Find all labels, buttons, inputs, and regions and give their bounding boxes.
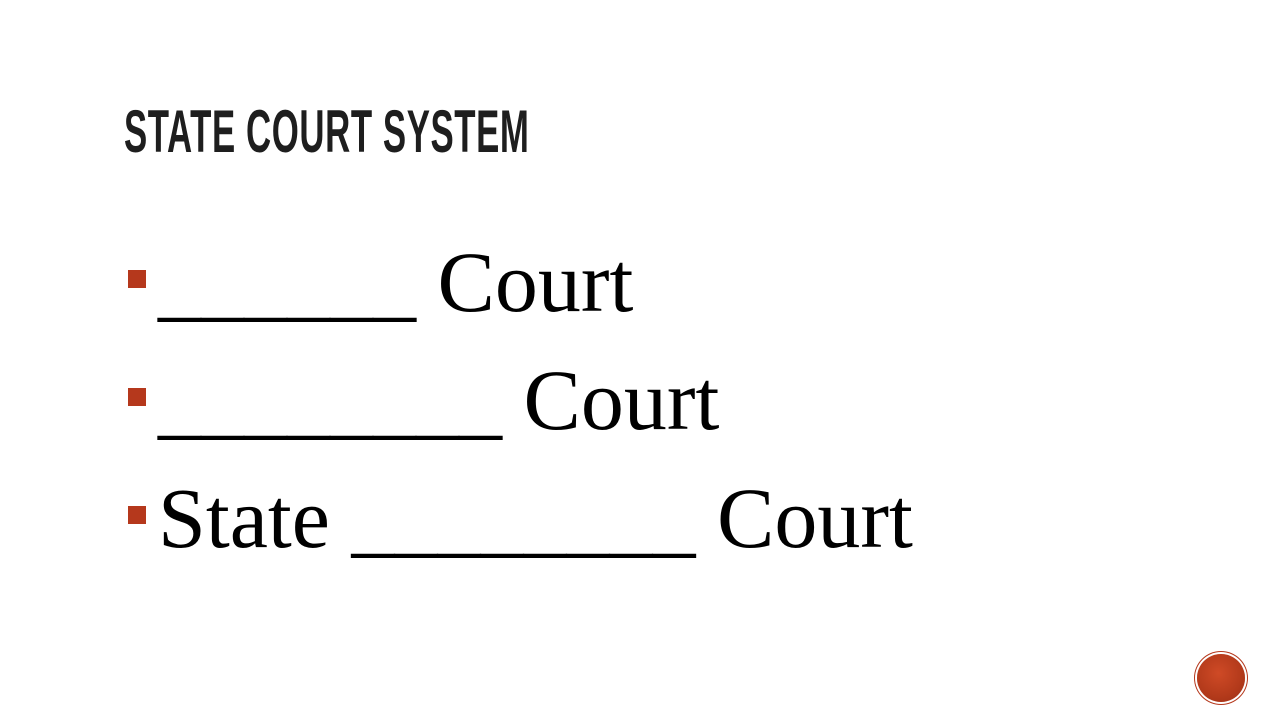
slide-title: STATE COURT SYSTEM [124, 98, 530, 165]
square-bullet-icon [128, 506, 146, 524]
bullet-text: State ________ Court [158, 470, 913, 566]
circle-nav-button-icon[interactable] [1197, 654, 1245, 702]
square-bullet-icon [128, 270, 146, 288]
square-bullet-icon [128, 388, 146, 406]
bullet-text: ________ Court [158, 352, 720, 448]
bullet-text: ______ Court [158, 234, 634, 330]
